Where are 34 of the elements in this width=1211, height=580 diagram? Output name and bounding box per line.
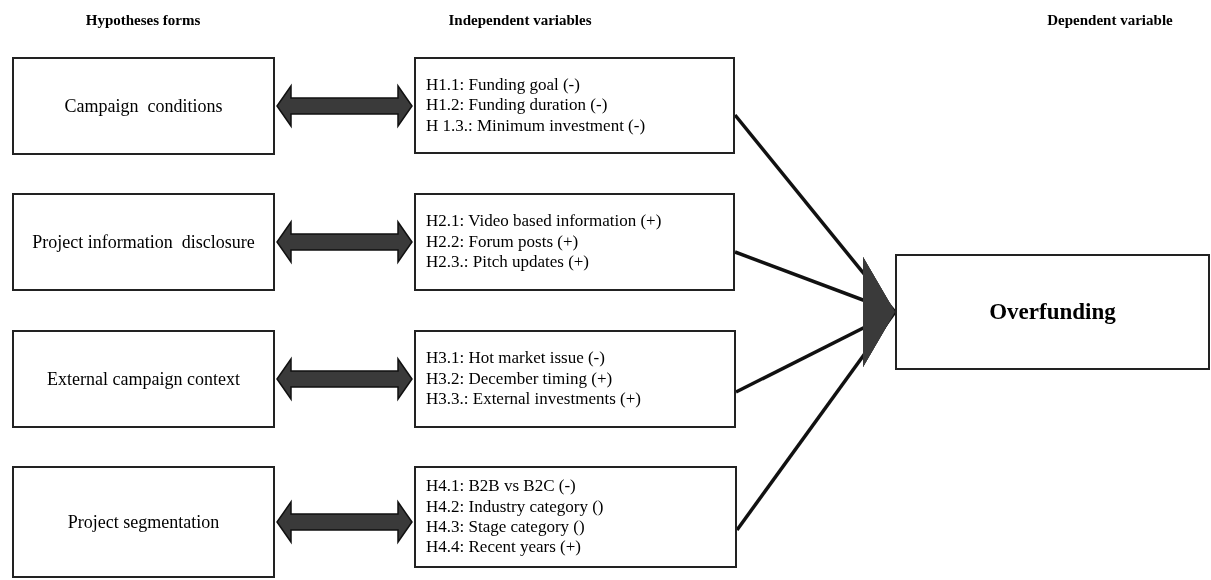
box: [12, 57, 275, 155]
box: [414, 193, 735, 291]
hypothesis-text: H4.3: Stage category (): [426, 517, 585, 538]
box: [12, 466, 275, 578]
category-label: Project information disclosure: [32, 231, 255, 253]
hypothesis-text: H3.2: December timing (+): [426, 368, 613, 390]
column-heading: Hypotheses forms: [85, 12, 201, 29]
hypothesis-text: H1.2: Funding duration (-): [426, 95, 608, 116]
box: [895, 254, 1210, 370]
box: [12, 193, 275, 291]
hypothesis-text: H2.2: Forum posts (+): [426, 231, 579, 253]
box: [414, 330, 736, 428]
hypothesis-text: H2.1: Video based information (+): [426, 211, 662, 232]
double-arrow: [276, 83, 413, 129]
hypothesis-text: H1.1: Funding goal (-): [426, 74, 580, 96]
category-label: External campaign context: [47, 368, 240, 390]
hypothesis-text: H 1.3.: Minimum investment (-): [426, 115, 646, 137]
category-label: Campaign conditions: [64, 95, 223, 117]
box: [12, 330, 275, 428]
hypothesis-text: H4.4: Recent years (+): [426, 537, 581, 558]
double-arrow: [276, 356, 413, 402]
variable-label: Overfunding: [989, 299, 1116, 325]
category-label: Project segmentation: [67, 511, 220, 533]
box: [414, 466, 737, 568]
hypothesis-text: H2.3.: Pitch updates (+): [426, 252, 590, 273]
double-arrow: [276, 499, 413, 545]
column-heading: Independent variables: [448, 12, 592, 29]
hypothesis-text: H4.1: B2B vs B2C (-): [426, 476, 576, 497]
hypothesis-text: H3.1: Hot market issue (-): [426, 348, 605, 369]
box: [414, 57, 735, 154]
column-heading: Dependent variable: [1047, 12, 1173, 29]
hypothesis-text: H3.3.: External investments (+): [426, 389, 641, 410]
hypothesis-text: H4.2: Industry category (): [426, 496, 604, 517]
double-arrow: [276, 219, 413, 265]
